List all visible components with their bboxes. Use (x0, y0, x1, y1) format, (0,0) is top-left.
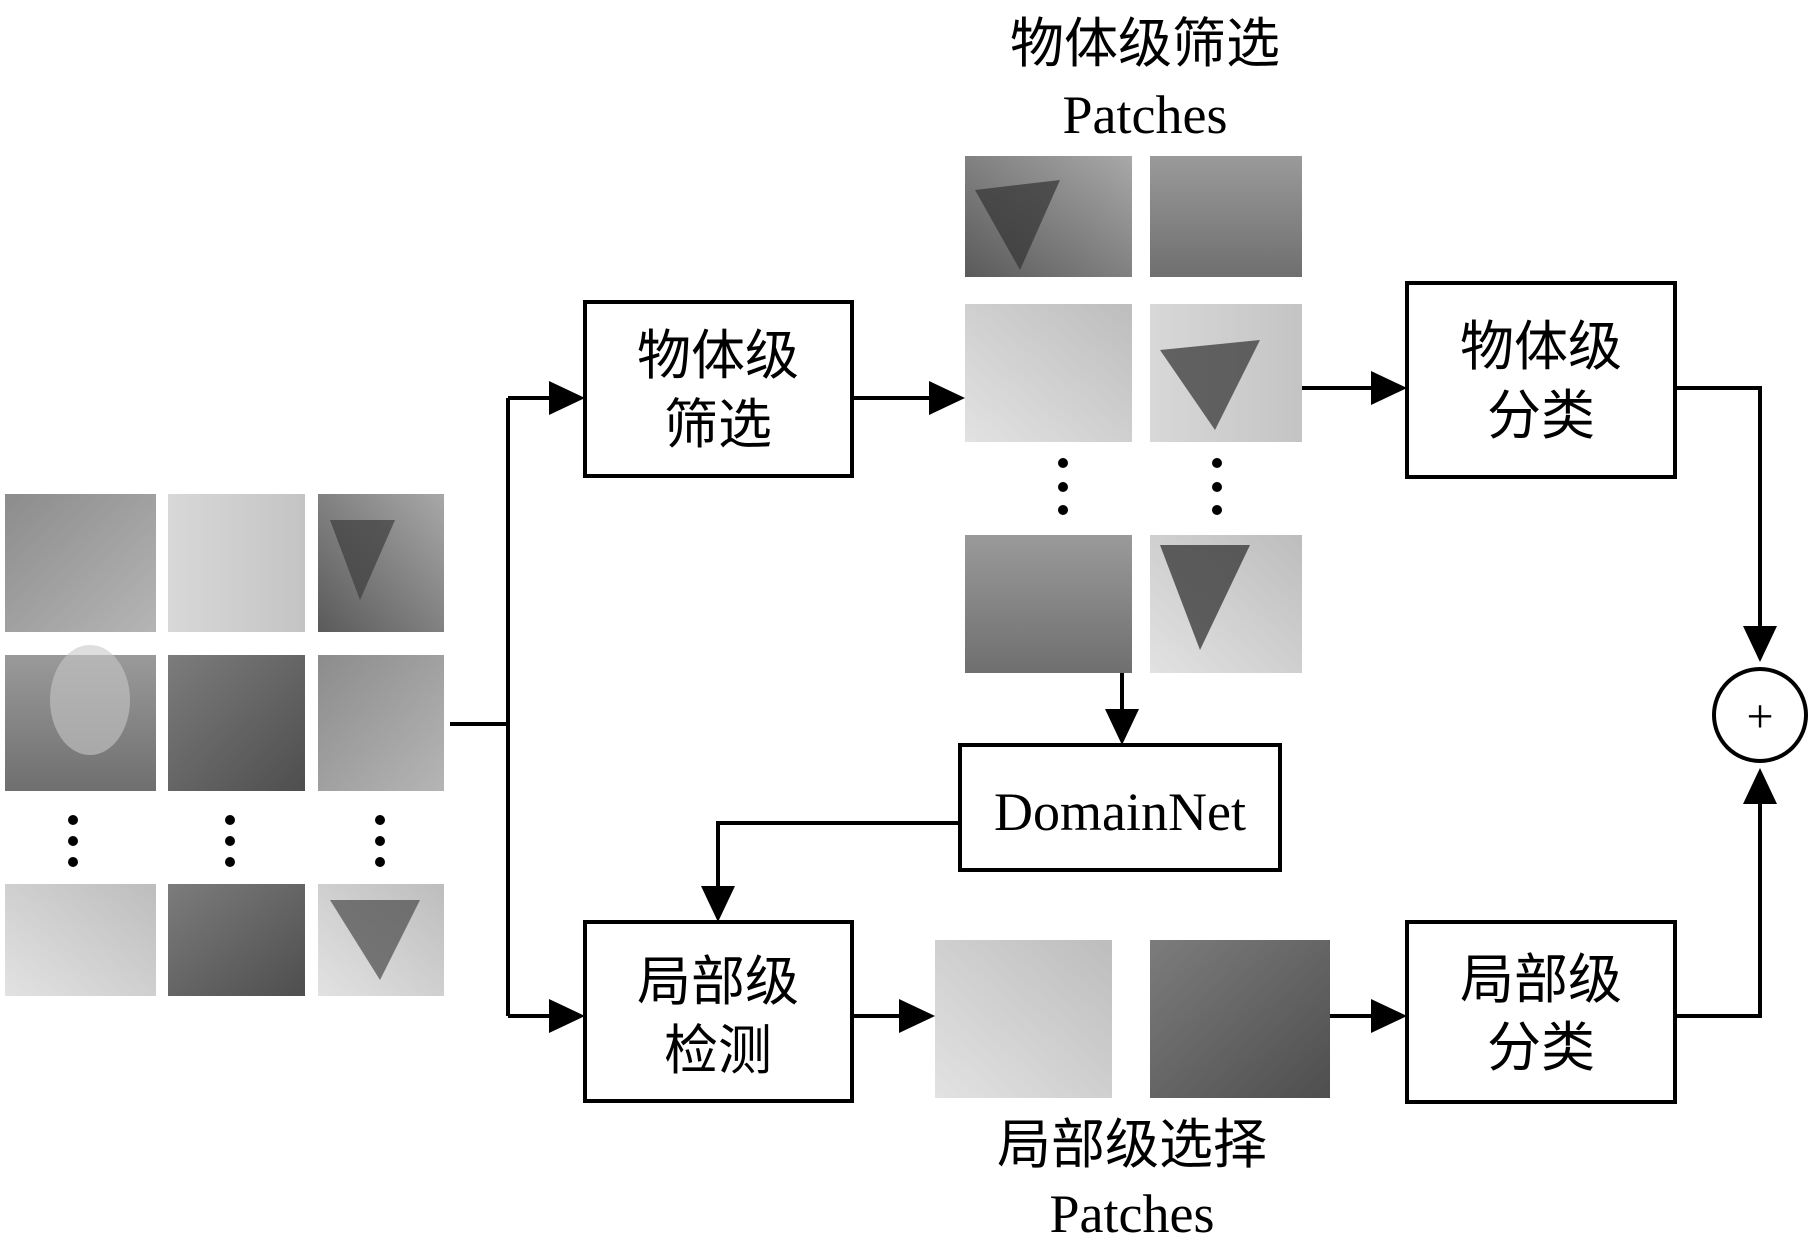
input-patch (318, 494, 444, 632)
object-classify-line1: 物体级 (1460, 315, 1622, 378)
object-filter-line2: 筛选 (664, 393, 772, 456)
local-detect-box: 局部级 检测 (583, 920, 854, 1103)
arrow-domainnet-to-local-detect (701, 886, 735, 922)
ellipsis-dot (68, 815, 78, 825)
input-patch (5, 884, 156, 996)
ellipsis-dot (1212, 482, 1222, 492)
arrow-filter-to-patches (929, 381, 965, 415)
object-classify-line2: 分类 (1487, 384, 1595, 447)
sum-node: + (1712, 667, 1808, 763)
input-patch (168, 494, 305, 632)
input-patch-shape (330, 900, 420, 980)
ellipsis-dot (1058, 505, 1068, 515)
ellipsis-dot (1058, 458, 1068, 468)
ellipsis-dot (1212, 458, 1222, 468)
object-filter-line1: 物体级 (637, 324, 799, 387)
local-classify-line2: 分类 (1487, 1016, 1595, 1079)
ellipsis-dot (68, 836, 78, 846)
domainnet-label: DomainNet (994, 782, 1246, 842)
arrow-local-classify-to-sum (1743, 768, 1777, 804)
object-filter-box: 物体级 筛选 (583, 300, 854, 478)
input-patch-shape (50, 645, 130, 755)
arrow-object-classify-to-sum (1743, 626, 1777, 662)
local-select-patches-title: 局部级选择 (997, 1113, 1267, 1176)
local-patch (935, 940, 1112, 1098)
domainnet-box: DomainNet (958, 743, 1282, 872)
arrow-to-object-filter (549, 381, 585, 415)
input-patch (5, 494, 156, 632)
local-classify-line1: 局部级 (1460, 948, 1622, 1011)
object-patch (965, 304, 1132, 442)
ellipsis-dot (375, 815, 385, 825)
input-patch-shape (330, 520, 395, 600)
ellipsis-dot (375, 836, 385, 846)
ellipsis-dot (68, 857, 78, 867)
local-select-patches-subtitle: Patches (1050, 1184, 1215, 1244)
local-classify-box: 局部级 分类 (1405, 920, 1677, 1104)
arrow-to-local-detect (549, 999, 585, 1033)
wire-object-classify-to-sum (1675, 386, 1762, 630)
connectors (450, 371, 1777, 1033)
local-select-patches: 局部级选择 Patches (935, 940, 1330, 1244)
arrow-local-patches-to-classify (1371, 999, 1407, 1033)
object-filter-patches-subtitle: Patches (1063, 85, 1228, 145)
ellipsis-dot (1058, 482, 1068, 492)
wire-domainnet-to-local-detect (716, 821, 960, 890)
local-patch (1150, 940, 1330, 1098)
local-detect-line1: 局部级 (637, 950, 799, 1013)
object-classify-box: 物体级 分类 (1405, 281, 1677, 479)
object-patch-shape (1160, 545, 1250, 650)
object-patch-shape (1160, 340, 1260, 430)
object-patch-shape (975, 180, 1060, 270)
arrow-patches-to-object-classify (1371, 371, 1407, 405)
ellipsis-dot (225, 836, 235, 846)
input-patch-grid (5, 494, 444, 996)
ellipsis-dot (225, 815, 235, 825)
local-detect-line2: 检测 (664, 1019, 772, 1082)
object-patch (1150, 156, 1302, 277)
object-patch (965, 535, 1132, 673)
object-filter-patches-title: 物体级筛选 (1010, 12, 1280, 75)
ellipsis-dot (375, 857, 385, 867)
ellipsis-dot (1212, 505, 1222, 515)
ellipsis-dot (225, 857, 235, 867)
input-patch (318, 655, 444, 791)
object-filter-patches: 物体级筛选 Patches (965, 12, 1302, 673)
input-patch (168, 655, 305, 791)
sum-symbol: + (1746, 690, 1773, 743)
arrow-detect-to-local-patches (899, 999, 935, 1033)
wire-local-classify-to-sum (1675, 800, 1762, 1018)
input-patch (168, 884, 305, 996)
arrow-patches-to-domainnet (1105, 709, 1139, 745)
